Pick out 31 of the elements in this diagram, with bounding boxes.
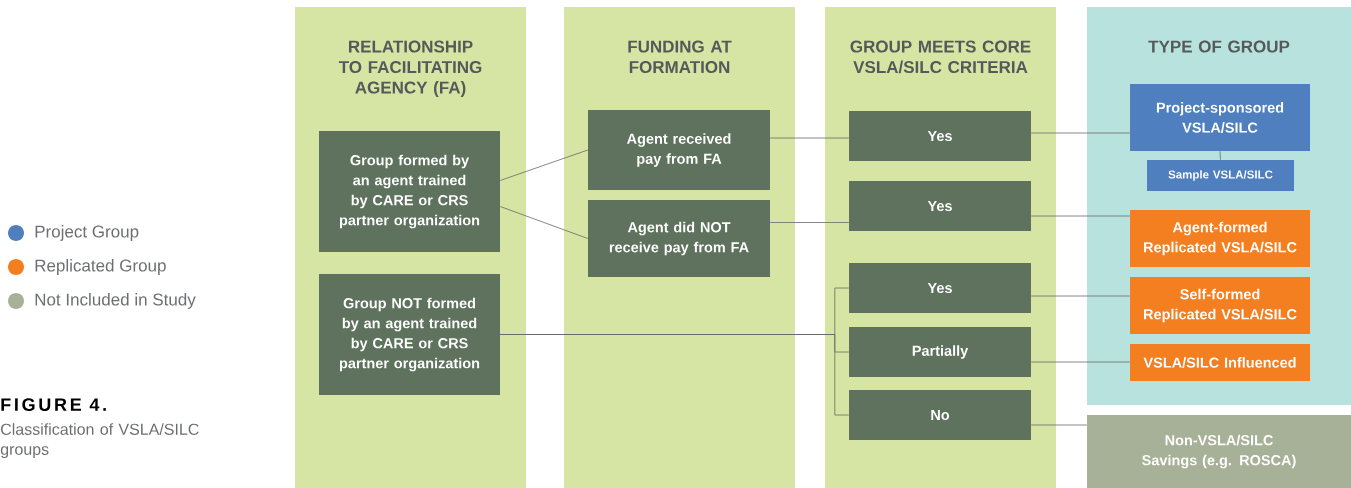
connector-line [1030, 295, 1131, 297]
result-box: VSLA/SILC Influenced [1130, 344, 1310, 381]
result-box: Sample VSLA/SILC [1147, 160, 1294, 191]
legend-label: Not Included in Study [35, 293, 196, 309]
legend-label: Replicated Group [35, 259, 166, 275]
connector-line [1030, 215, 1131, 217]
decision-box: Yes [849, 111, 1031, 161]
connector-line [499, 206, 589, 239]
result-box: Agent-formed Replicated VSLA/SILC [1130, 210, 1310, 267]
decision-box: Group NOT formed by an agent trained by CARE or CRS partner organization [319, 274, 500, 395]
decision-box: No [849, 390, 1031, 440]
decision-box: Agent received pay from FA [588, 110, 770, 190]
figure-caption: Classification of VSLA/SILC groups [0, 423, 199, 459]
connector-line [1219, 150, 1221, 161]
decision-box: Yes [849, 181, 1031, 231]
decision-box: Partially [849, 327, 1031, 377]
result-box: Project-sponsored VSLA/SILC [1130, 84, 1310, 151]
connector-line [769, 222, 850, 223]
result-box: Non-VSLA/SILC Savings (e.g. ROSCA) [1087, 415, 1351, 488]
connector-line [769, 137, 850, 139]
connector-line [499, 334, 850, 416]
connector-line [1030, 424, 1088, 426]
decision-box: Group formed by an agent trained by CARE or CRS partner organization [319, 131, 500, 252]
decision-box: Agent did NOT receive pay from FA [588, 200, 770, 277]
legend-label: Project Group [35, 225, 139, 241]
connector-line [1030, 132, 1131, 134]
figure-number: FIGURE 4. [1, 398, 106, 411]
connector-line [499, 149, 589, 181]
result-box: Self-formed Replicated VSLA/SILC [1130, 277, 1310, 334]
connector-line [1030, 361, 1131, 363]
decision-box: Yes [849, 263, 1031, 313]
